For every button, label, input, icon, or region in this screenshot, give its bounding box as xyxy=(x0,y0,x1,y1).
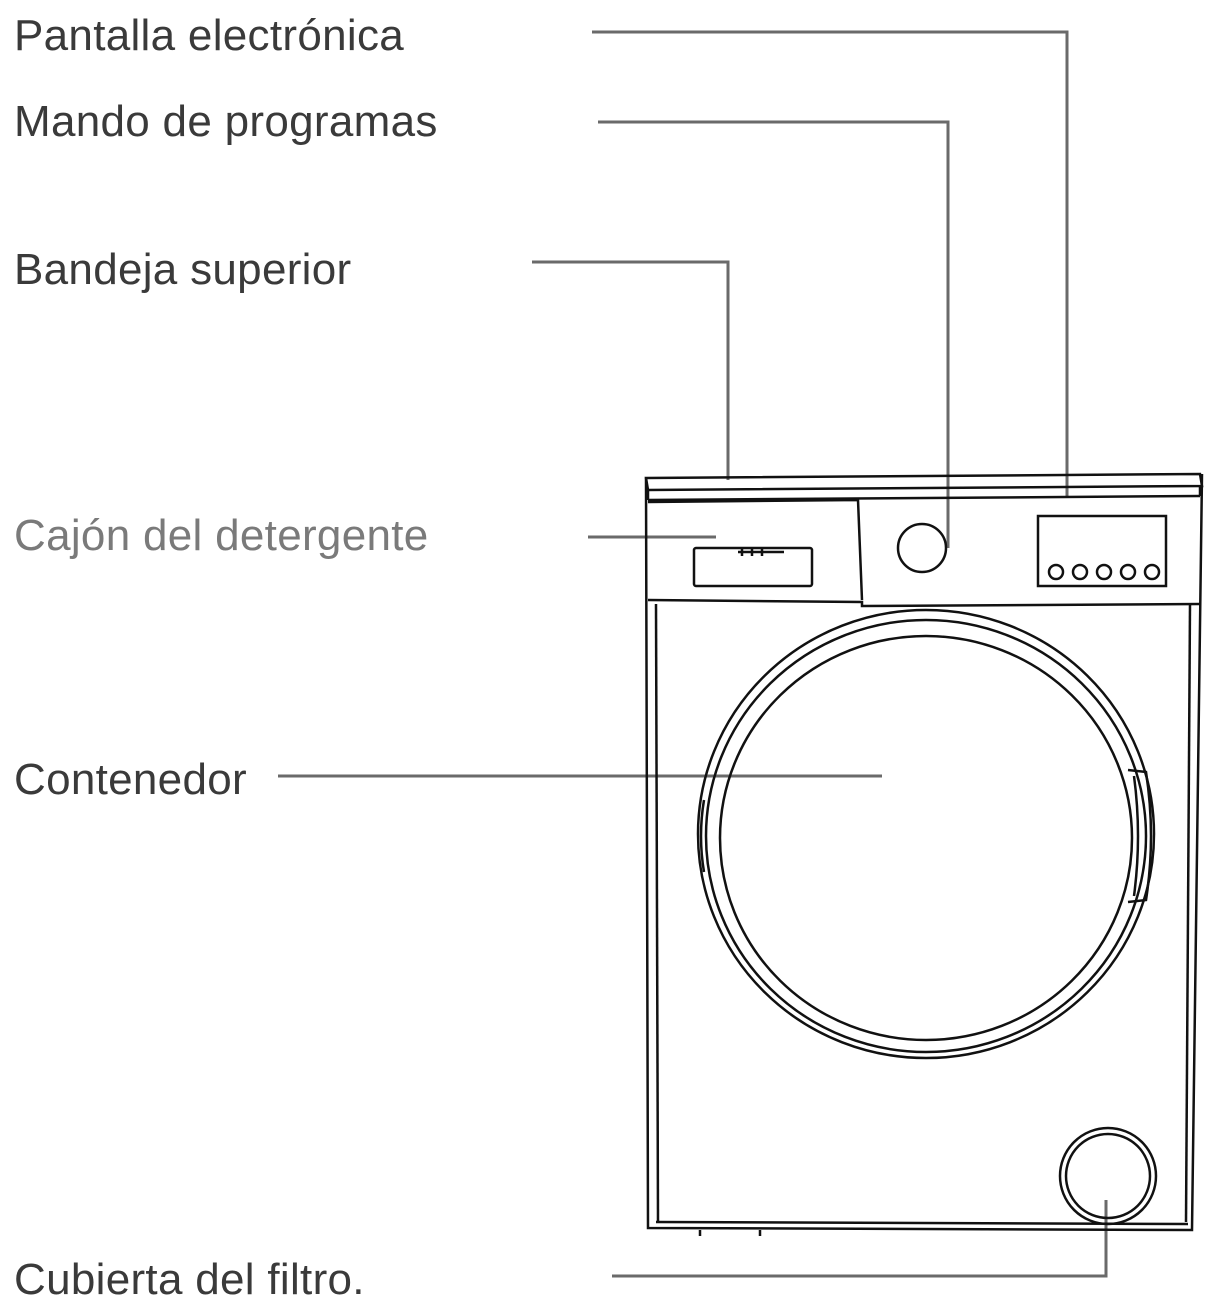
label-container: Contenedor xyxy=(14,755,247,804)
cabinet-inner-right xyxy=(1184,603,1192,1223)
display-button-3 xyxy=(1095,563,1113,581)
label-top-tray: Bandeja superior xyxy=(14,245,352,294)
door-outer-ring xyxy=(696,608,1156,1060)
filter-cover-icon xyxy=(1058,1126,1158,1226)
leader-display xyxy=(592,30,1069,498)
display-screen xyxy=(1036,514,1168,588)
cabinet-inner-left xyxy=(654,603,660,1223)
display-button-4 xyxy=(1119,563,1137,581)
label-display: Pantalla electrónica xyxy=(14,11,405,60)
door-outer-ring-2 xyxy=(704,618,1148,1054)
drawer-panel xyxy=(647,498,864,601)
cabinet-outline xyxy=(644,473,1204,1232)
foot-left xyxy=(698,1230,762,1236)
leader-top-tray xyxy=(532,260,730,480)
door-handle xyxy=(1127,768,1153,904)
door-handle-inner xyxy=(1132,775,1140,897)
leader-lines xyxy=(278,30,1108,1278)
label-filter-cover: Cubierta del filtro. xyxy=(14,1255,365,1304)
top-lid xyxy=(644,472,1204,492)
door-glass xyxy=(718,634,1134,1042)
control-panel-bottom xyxy=(647,598,1201,608)
top-lid-lip xyxy=(646,486,1202,500)
leader-program-knob xyxy=(598,120,950,548)
program-knob-icon xyxy=(896,522,948,574)
display-button-2 xyxy=(1071,563,1089,581)
display-button-1 xyxy=(1047,563,1065,581)
drawer-handle-detail xyxy=(738,548,784,556)
washing-machine xyxy=(644,472,1204,1236)
filter-cover-inner xyxy=(1064,1132,1152,1220)
door-hinge-left xyxy=(699,799,706,873)
label-detergent-drawer: Cajón del detergente xyxy=(14,511,429,560)
display-button-5 xyxy=(1143,563,1161,581)
control-panel-top xyxy=(647,494,1201,502)
leader-filter-cover xyxy=(612,1200,1108,1278)
label-program-knob: Mando de programas xyxy=(14,97,438,146)
